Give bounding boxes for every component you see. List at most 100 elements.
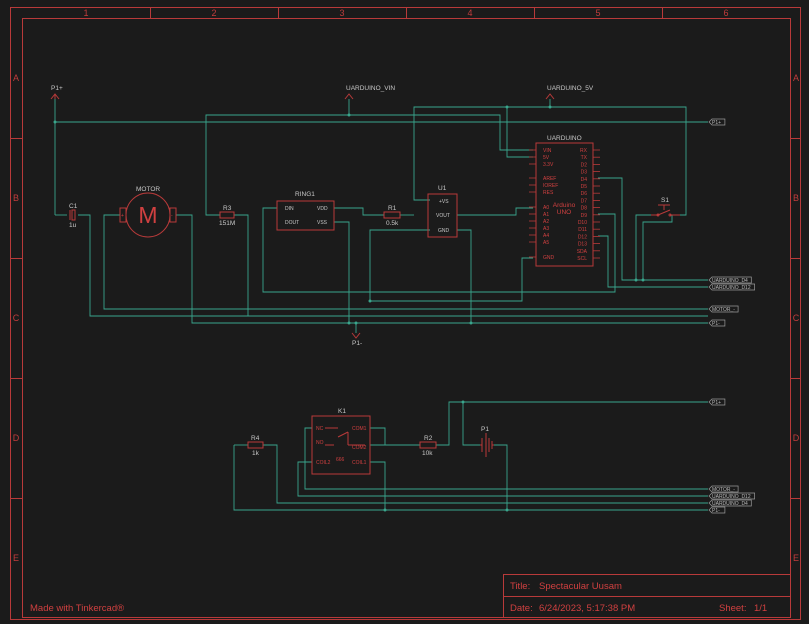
r2-value: 10k bbox=[422, 450, 433, 457]
k1-pin-com1: COM1 bbox=[352, 426, 367, 432]
uarduino-left-pin-label: A4 bbox=[543, 233, 549, 239]
s1-ref: S1 bbox=[661, 197, 669, 204]
resistor-r4: R4 1k bbox=[247, 435, 264, 457]
ring1-pin-din: DIN bbox=[285, 206, 294, 212]
supply-p1-plus: P1+ bbox=[50, 85, 63, 100]
uarduino-left-pin-label: IOREF bbox=[543, 183, 558, 189]
supply-p1-minus: P1- bbox=[351, 332, 362, 347]
arduino-uno: UARDUINO Arduino UNO VIN5V3.3VAREFIOREFR… bbox=[529, 135, 600, 267]
k1-coil-mark: 666 bbox=[336, 457, 345, 463]
title-label: Title: bbox=[510, 581, 530, 592]
row-label-d-left: D bbox=[13, 433, 20, 443]
col-label-3: 3 bbox=[339, 8, 344, 18]
row-label-b-right: B bbox=[793, 193, 799, 203]
c1-value: 1u bbox=[69, 222, 77, 229]
row-label-a-right: A bbox=[793, 73, 799, 83]
uarduino-left-pin-label: VIN bbox=[543, 148, 552, 154]
supply-p1-plus-label: P1+ bbox=[51, 85, 63, 92]
u1-pin-vout: VOUT bbox=[436, 213, 450, 219]
net-label-text: UARDUINO_D12 bbox=[712, 494, 751, 500]
motor-ref: MOTOR bbox=[136, 186, 160, 193]
supply-uarduino-vin-label: UARDUINO_VIN bbox=[346, 85, 395, 92]
uarduino-right-pin-label: D8 bbox=[581, 206, 588, 212]
motor-symbol: M bbox=[138, 202, 157, 228]
supply-uarduino-5v: UARDUINO_5V bbox=[545, 85, 594, 100]
battery-p1: P1 bbox=[480, 426, 494, 457]
uarduino-right-pin-label: RX bbox=[580, 148, 588, 154]
net-label-flag bbox=[708, 398, 726, 406]
u1-pin-vs: +VS bbox=[439, 199, 449, 205]
col-label-4: 4 bbox=[467, 8, 472, 18]
resistor-r1: R1 0.5k bbox=[383, 205, 401, 227]
net-label-flag bbox=[708, 485, 739, 493]
uarduino-right-pin-label: D3 bbox=[581, 170, 588, 176]
col-label-6: 6 bbox=[723, 8, 728, 18]
ring1-ref: RING1 bbox=[295, 191, 315, 198]
u1-pin-gnd: GND bbox=[438, 228, 450, 234]
net-label-flag bbox=[708, 499, 752, 507]
p1-ref: P1 bbox=[481, 426, 489, 433]
uarduino-right-pin-label: TX bbox=[581, 155, 588, 161]
supply-uarduino-vin: UARDUINO_VIN bbox=[344, 85, 395, 100]
r1-value: 0.5k bbox=[386, 220, 399, 227]
uarduino-left-pin-label: A2 bbox=[543, 219, 549, 225]
supply-uarduino-5v-label: UARDUINO_5V bbox=[547, 85, 594, 92]
net-label-text: MOTOR_- bbox=[712, 487, 735, 493]
uarduino-right-pin-label: D13 bbox=[578, 242, 587, 248]
uarduino-right-pin-label: SDA bbox=[577, 249, 588, 255]
k1-pin-coil2: COIL2 bbox=[316, 460, 331, 466]
r4-value: 1k bbox=[252, 450, 260, 457]
net-label-text: MOTOR_- bbox=[712, 307, 735, 313]
k1-ref: K1 bbox=[338, 408, 346, 415]
sheet-value: 1/1 bbox=[754, 603, 767, 614]
net-label-text: P1- bbox=[712, 508, 720, 514]
net-label-text: P1+ bbox=[712, 120, 721, 126]
uarduino-left-pin-label: GND bbox=[543, 255, 555, 261]
row-label-b-left: B bbox=[13, 193, 19, 203]
k1-pin-coil1: COIL1 bbox=[352, 460, 367, 466]
supply-p1-minus-label: P1- bbox=[352, 340, 362, 347]
net-label-flag bbox=[708, 305, 739, 313]
resistor-r3: R3 151M bbox=[219, 205, 235, 227]
svg-text:+: + bbox=[121, 213, 124, 219]
uarduino-right-pin-label: D5 bbox=[581, 184, 588, 190]
row-label-c-right: C bbox=[793, 313, 800, 323]
sheet-label: Sheet: bbox=[719, 603, 746, 614]
uarduino-right-pin-label: SCL bbox=[577, 256, 587, 262]
inner-frame bbox=[22, 18, 791, 618]
row-label-d-right: D bbox=[793, 433, 800, 443]
net-label-text: P1- bbox=[712, 321, 720, 327]
ring1-pin-vdd: VDD bbox=[317, 206, 328, 212]
uarduino-left-pin-label: AREF bbox=[543, 176, 556, 182]
uarduino-left-pin-label: A5 bbox=[543, 240, 549, 246]
ring1-pin-vss: VSS bbox=[317, 220, 328, 226]
k1-pin-no: NO bbox=[316, 440, 324, 446]
uarduino-left-pin-label: 3.3V bbox=[543, 162, 554, 168]
uarduino-right-pin-label: D2 bbox=[581, 162, 588, 168]
uarduino-left-pin-label: RES bbox=[543, 190, 554, 196]
ring1-pin-dout: DOUT bbox=[285, 220, 299, 226]
outer-frame bbox=[10, 7, 801, 620]
net-label-flag bbox=[708, 319, 726, 327]
uarduino-right-pin-label: D11 bbox=[578, 227, 587, 233]
motor: M MOTOR + - bbox=[119, 186, 177, 238]
uarduino-right-pin-label: D6 bbox=[581, 191, 588, 197]
relay-k1: K1 NC NO COIL2 COM1 COM2 COIL1 666 bbox=[311, 408, 371, 475]
column-dividers bbox=[10, 7, 801, 499]
uarduino-left-pin-label: A3 bbox=[543, 226, 549, 232]
net-label-flag bbox=[708, 276, 752, 284]
col-label-5: 5 bbox=[595, 8, 600, 18]
uarduino-right-pin-label: D9 bbox=[581, 213, 588, 219]
neopixel-ring1: RING1 DIN DOUT VDD VSS bbox=[276, 191, 335, 231]
title-value: Spectacular Uusam bbox=[539, 581, 622, 592]
uarduino-left-pin-label: A1 bbox=[543, 212, 549, 218]
svg-text:-: - bbox=[171, 213, 173, 219]
row-label-a-left: A bbox=[13, 73, 19, 83]
made-with-tinkercad: Made with Tinkercad® bbox=[30, 603, 124, 614]
col-label-1: 1 bbox=[83, 8, 88, 18]
uarduino-right-pin-label: D4 bbox=[581, 177, 588, 183]
sensor-u1: U1 +VS VOUT GND bbox=[427, 185, 458, 238]
junctions bbox=[53, 105, 645, 512]
col-label-2: 2 bbox=[211, 8, 216, 18]
